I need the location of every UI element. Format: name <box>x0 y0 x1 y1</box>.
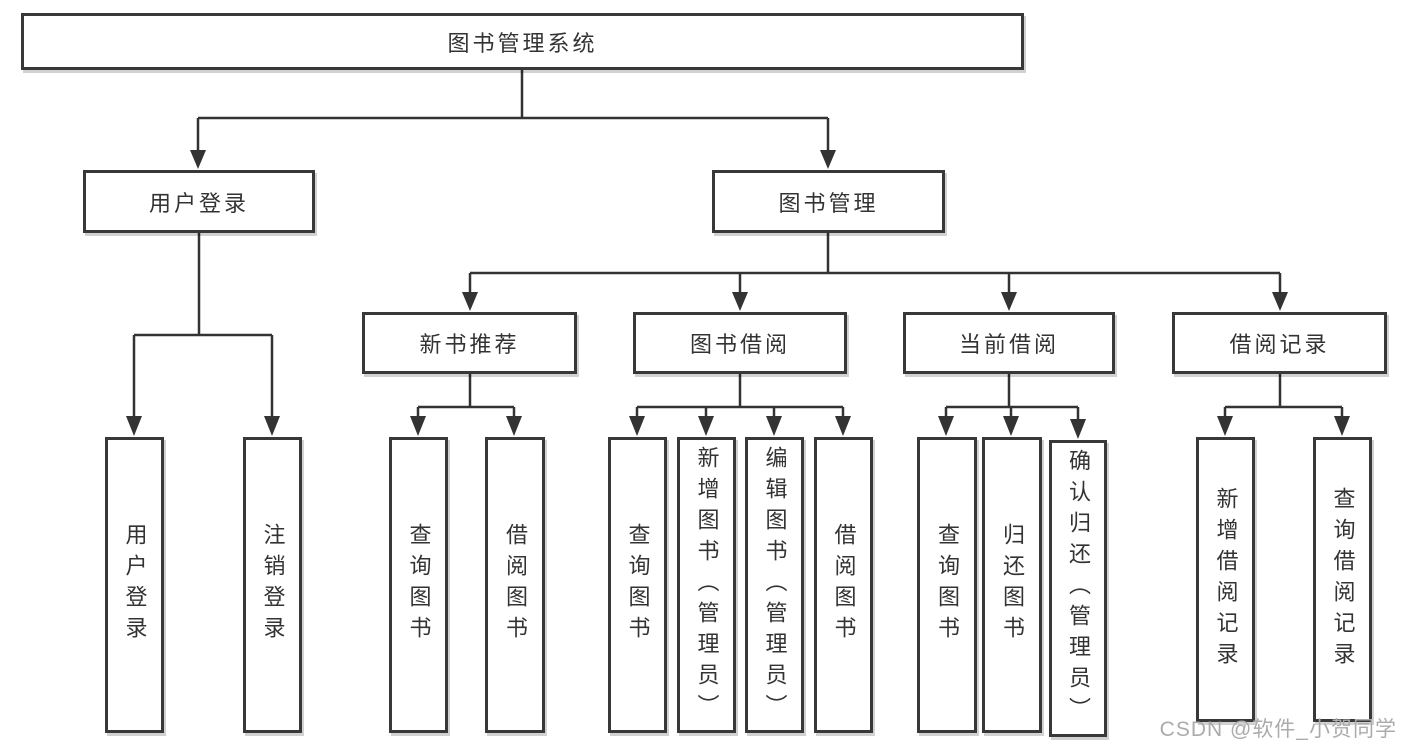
node-current-borrowing: 当前借阅 <box>903 312 1115 374</box>
connector-root-to-level2 <box>190 69 836 169</box>
node-leaf-query-books-current-label: 查询图书 <box>935 523 960 647</box>
node-borrowing-records-label: 借阅记录 <box>1229 332 1330 357</box>
connector-bookmgmt-to-level3 <box>462 233 1288 311</box>
connector-records-to-leaves <box>1217 374 1350 436</box>
node-leaf-add-books-admin-label: 新增图书（管理员） <box>694 445 720 725</box>
node-root: 图书管理系统 <box>21 13 1024 70</box>
connector-current-to-leaves <box>938 374 1086 439</box>
node-leaf-borrow-books-label: 借阅图书 <box>831 523 857 647</box>
node-new-book-recommend-label: 新书推荐 <box>419 332 520 357</box>
node-leaf-query-books-borrowing: 查询图书 <box>608 437 667 733</box>
node-new-book-recommend: 新书推荐 <box>362 312 577 374</box>
node-leaf-add-borrow-record: 新增借阅记录 <box>1196 437 1255 722</box>
node-book-management: 图书管理 <box>712 170 945 233</box>
node-leaf-add-borrow-record-label: 新增借阅记录 <box>1213 486 1239 673</box>
node-current-borrowing-label: 当前借阅 <box>958 332 1059 357</box>
node-leaf-user-login-label: 用户登录 <box>122 523 148 647</box>
node-leaf-query-books-current: 查询图书 <box>917 437 977 733</box>
node-leaf-logout-label: 注销登录 <box>260 523 286 647</box>
node-leaf-borrow-books-recommend-label: 借阅图书 <box>503 523 528 647</box>
node-leaf-user-login: 用户登录 <box>105 437 164 733</box>
node-leaf-edit-books-admin: 编辑图书（管理员） <box>745 437 804 733</box>
node-user-login: 用户登录 <box>83 170 315 233</box>
node-leaf-borrow-books-recommend: 借阅图书 <box>485 437 545 733</box>
node-leaf-logout: 注销登录 <box>243 437 302 733</box>
node-root-label: 图书管理系统 <box>447 30 598 56</box>
connector-userlogin-to-leaves <box>126 233 280 436</box>
node-leaf-query-books-borrowing-label: 查询图书 <box>625 523 651 647</box>
node-leaf-confirm-return-admin-label: 确认归还（管理员） <box>1066 449 1091 728</box>
node-leaf-edit-books-admin-label: 编辑图书（管理员） <box>762 445 788 725</box>
node-leaf-query-borrow-record-label: 查询借阅记录 <box>1330 486 1356 673</box>
node-leaf-return-books: 归还图书 <box>982 437 1042 733</box>
node-borrowing-records: 借阅记录 <box>1172 312 1387 374</box>
csdn-watermark: CSDN @软件_小贺同学 <box>1159 718 1397 741</box>
node-leaf-borrow-books: 借阅图书 <box>814 437 873 733</box>
connector-borrowing-to-leaves <box>629 374 851 436</box>
node-leaf-query-books-recommend-label: 查询图书 <box>406 523 432 647</box>
node-book-borrowing-label: 图书借阅 <box>689 332 790 357</box>
node-leaf-confirm-return-admin: 确认归还（管理员） <box>1049 440 1107 737</box>
node-leaf-query-books-recommend: 查询图书 <box>389 437 448 733</box>
node-book-borrowing: 图书借阅 <box>633 312 847 374</box>
node-user-login-label: 用户登录 <box>148 190 249 216</box>
node-leaf-return-books-label: 归还图书 <box>1000 523 1025 647</box>
node-book-management-label: 图书管理 <box>778 190 879 216</box>
connector-newbook-to-leaves <box>410 374 522 436</box>
node-leaf-query-borrow-record: 查询借阅记录 <box>1313 437 1372 722</box>
node-leaf-add-books-admin: 新增图书（管理员） <box>677 437 736 733</box>
